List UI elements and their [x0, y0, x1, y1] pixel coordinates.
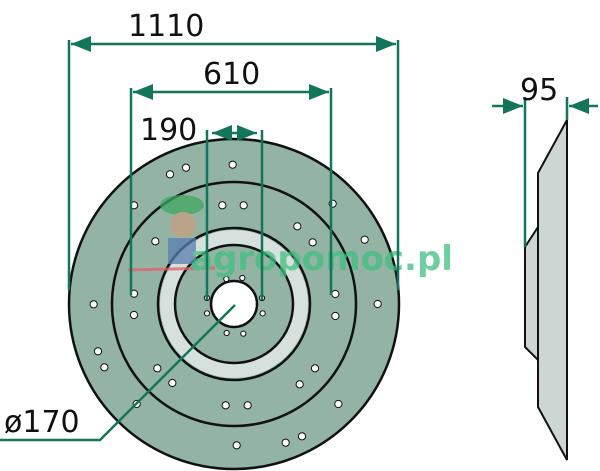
bolt-hole: [295, 380, 304, 389]
disc-ring: [110, 180, 358, 428]
bolt-hole: [221, 401, 230, 410]
disc-front-view: [67, 137, 401, 471]
watermark-text: agropomoc.pl: [190, 239, 453, 279]
bolt-hole: [228, 160, 237, 169]
bolt-hole: [168, 378, 177, 388]
bolt-hole: [331, 311, 340, 321]
bolt-hole: [203, 310, 211, 317]
disc-ring: [156, 226, 312, 382]
disc-side-view: [524, 119, 568, 461]
bolt-hole: [218, 201, 227, 210]
dimension-190-label: 190: [140, 113, 197, 148]
bolt-hole: [334, 399, 343, 409]
bolt-hole: [89, 300, 98, 309]
bolt-hole: [129, 310, 139, 320]
bolt-hole: [181, 163, 191, 172]
bolt-hole: [281, 438, 290, 447]
watermark-logo: agropomoc.pl: [127, 195, 453, 279]
bolt-hole: [297, 432, 307, 441]
bolt-hole: [153, 364, 162, 373]
bolt-hole: [165, 170, 175, 179]
bolt-hole: [331, 289, 340, 299]
bolt-hole: [93, 347, 103, 356]
bolt-hole: [223, 329, 230, 337]
bolt-hole: [151, 237, 160, 246]
bolt-hole: [100, 363, 109, 372]
bolt-hole: [360, 235, 369, 244]
dimension-610-label: 610: [203, 57, 260, 92]
dimension-1110-label: 1110: [128, 9, 204, 44]
dimension-lines: [0, 36, 598, 442]
bolt-hole: [310, 364, 320, 373]
bolt-hole: [223, 275, 230, 283]
bolt-hole: [239, 274, 246, 282]
bolt-hole: [240, 330, 247, 337]
bolt-hole: [243, 401, 252, 410]
bolt-hole: [232, 441, 241, 450]
bolt-hole: [239, 201, 248, 210]
bolt-hole: [293, 222, 302, 231]
center-hole: [209, 279, 259, 329]
bolt-holes: [89, 160, 382, 450]
dimension-95-label: 95: [520, 73, 558, 108]
dimension-center-hole-label: ø170: [4, 405, 80, 440]
bolt-hole: [373, 299, 382, 309]
bolt-hole: [259, 310, 266, 317]
bolt-hole: [308, 238, 317, 247]
